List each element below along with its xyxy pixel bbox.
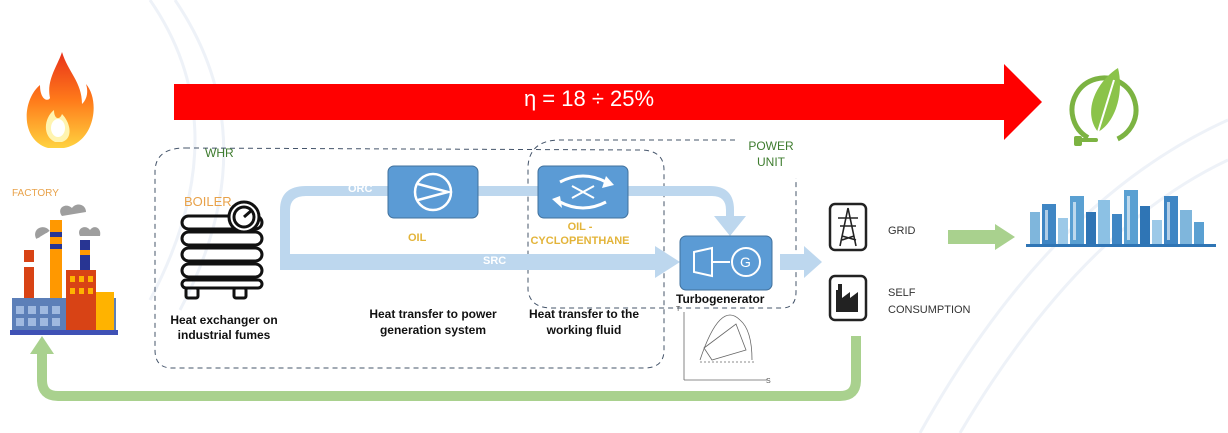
heat-exchanger-icon (537, 165, 629, 219)
heat-exchanger-label: Heat exchanger on industrial fumes (170, 313, 278, 342)
green-arrow-to-city (948, 224, 1015, 250)
heat-transfer-fluid-label: Heat transfer to the working fluid (528, 307, 640, 337)
factory-icon (10, 200, 120, 335)
boiler-coil-icon (180, 200, 264, 300)
power-unit-boundary (527, 139, 797, 309)
eco-leaf-plug-icon (1069, 68, 1139, 146)
oil-cyclopentane-label: OIL - CYCLOPENTHANE (530, 221, 630, 247)
flow-arrows (280, 186, 822, 278)
efficiency-label: η = 18 ÷ 25% (523, 86, 655, 111)
ts-diagram-icon (683, 312, 768, 381)
oil-label: OIL (408, 232, 427, 244)
turbogenerator-label: Turbogenerator (676, 292, 765, 306)
efficiency-arrow (174, 64, 1042, 140)
heat-transfer-power-label: Heat transfer to power generation system (369, 307, 497, 337)
power-pylon-icon (828, 202, 868, 252)
pump-icon (387, 165, 479, 219)
background-curves (148, 0, 1228, 433)
factory-label: FACTORY (12, 188, 59, 199)
ts-t-axis-label: T (676, 306, 681, 313)
whr-boundary (154, 147, 665, 369)
self-consumption-label: SELF CONSUMPTION (888, 287, 971, 316)
turbine-icon (679, 235, 773, 291)
factory-small-icon (828, 274, 868, 322)
city-skyline-icon (1026, 190, 1216, 247)
fire-icon (26, 52, 94, 148)
feedback-arrow (30, 336, 861, 401)
orc-label: ORC (348, 183, 373, 195)
whr-label: WHR (205, 146, 234, 160)
boiler-label: BOILER (184, 194, 232, 209)
generator-symbol: G (740, 254, 751, 270)
src-label: SRC (483, 255, 507, 267)
power-unit-label: POWER UNIT (748, 139, 794, 169)
grid-label: GRID (888, 225, 916, 237)
ts-s-axis-label: S (766, 378, 771, 385)
